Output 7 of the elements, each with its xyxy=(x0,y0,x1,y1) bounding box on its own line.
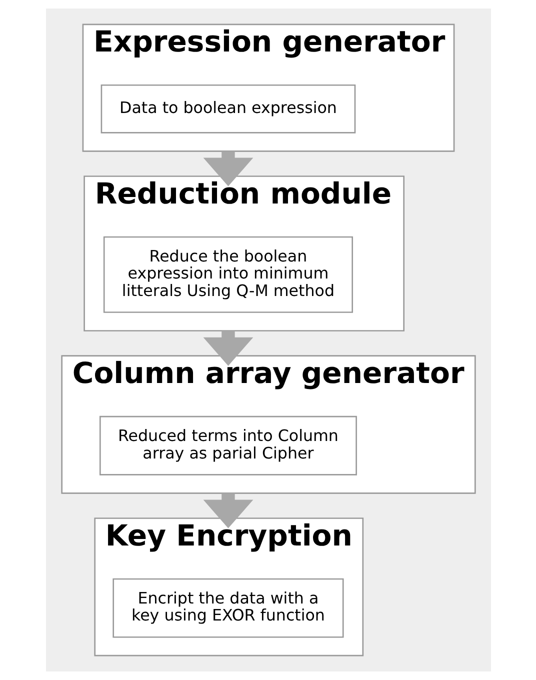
arrow xyxy=(202,330,253,366)
node-box: Reduced terms into Column array as parial Cipher xyxy=(98,416,356,476)
arrow xyxy=(202,493,253,528)
node-box: Data to boolean expression xyxy=(100,84,356,134)
arrow xyxy=(202,151,253,186)
node-box: Encript the data with a key using EXOR function xyxy=(112,578,344,638)
node-box: Reduce the boolean expression into minimum litterals Using Q-M method xyxy=(102,236,353,313)
